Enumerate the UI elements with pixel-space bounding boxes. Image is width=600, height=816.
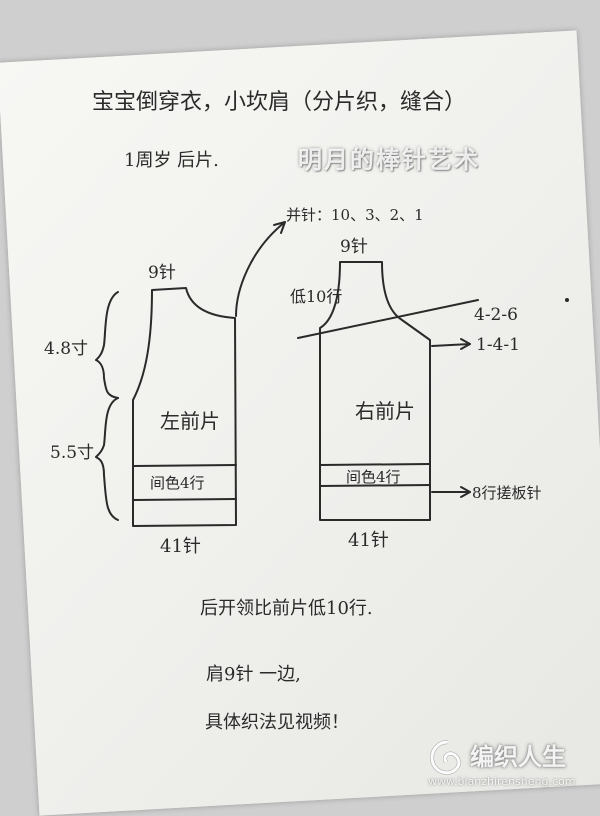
- note-line-1: 后开领比前片低10行.: [200, 598, 373, 619]
- document-subtitle: 1周岁 后片.: [124, 150, 219, 171]
- logo-url: www.bianzhirensheng.com: [428, 775, 576, 788]
- right-piece-label: 右前片: [355, 399, 415, 423]
- bracket-upper: [95, 291, 119, 399]
- site-logo-icon: [430, 740, 461, 775]
- document-title: 宝宝倒穿衣，小坎肩（分片织，缝合）: [92, 90, 467, 115]
- shoulder-line: [297, 299, 479, 339]
- height-lower-label: 5.5寸: [50, 443, 94, 463]
- left-piece-label: 左前片: [160, 409, 220, 433]
- right-top-stitches: 9针: [340, 237, 368, 257]
- right-piece-outline: [319, 261, 431, 521]
- neck-arrow: [235, 221, 286, 317]
- neck-decrease-note: 并针：10、3、2、1: [286, 206, 424, 224]
- right-band-bottom: [319, 484, 431, 487]
- right-band-top: [319, 463, 431, 466]
- left-band-label: 间色4行: [150, 474, 205, 492]
- note-line-2: 肩9针 一边,: [206, 664, 301, 685]
- armhole-decrease-note: 1-4-1: [476, 335, 520, 355]
- left-band-bottom: [133, 498, 237, 501]
- rib-note: 8行搓板针: [472, 484, 542, 502]
- right-bottom-stitches: 41针: [348, 530, 389, 551]
- watermark: 明月的棒针艺术: [298, 146, 480, 174]
- left-top-stitches: 9针: [148, 263, 176, 283]
- shoulder-decrease-note: 4-2-6: [474, 305, 518, 325]
- neck-lower-label: 低10行: [290, 287, 342, 306]
- right-band-label: 间色4行: [346, 468, 401, 486]
- left-piece-outline: [132, 287, 237, 527]
- left-bottom-stitches: 41针: [160, 536, 201, 557]
- left-band-top: [133, 464, 237, 467]
- height-upper-label: 4.8寸: [44, 339, 88, 359]
- armhole-arrow: [431, 343, 471, 347]
- logo-name: 编织人生: [470, 743, 566, 771]
- note-line-3: 具体织法见视频！: [205, 712, 349, 733]
- bracket-lower: [95, 397, 119, 521]
